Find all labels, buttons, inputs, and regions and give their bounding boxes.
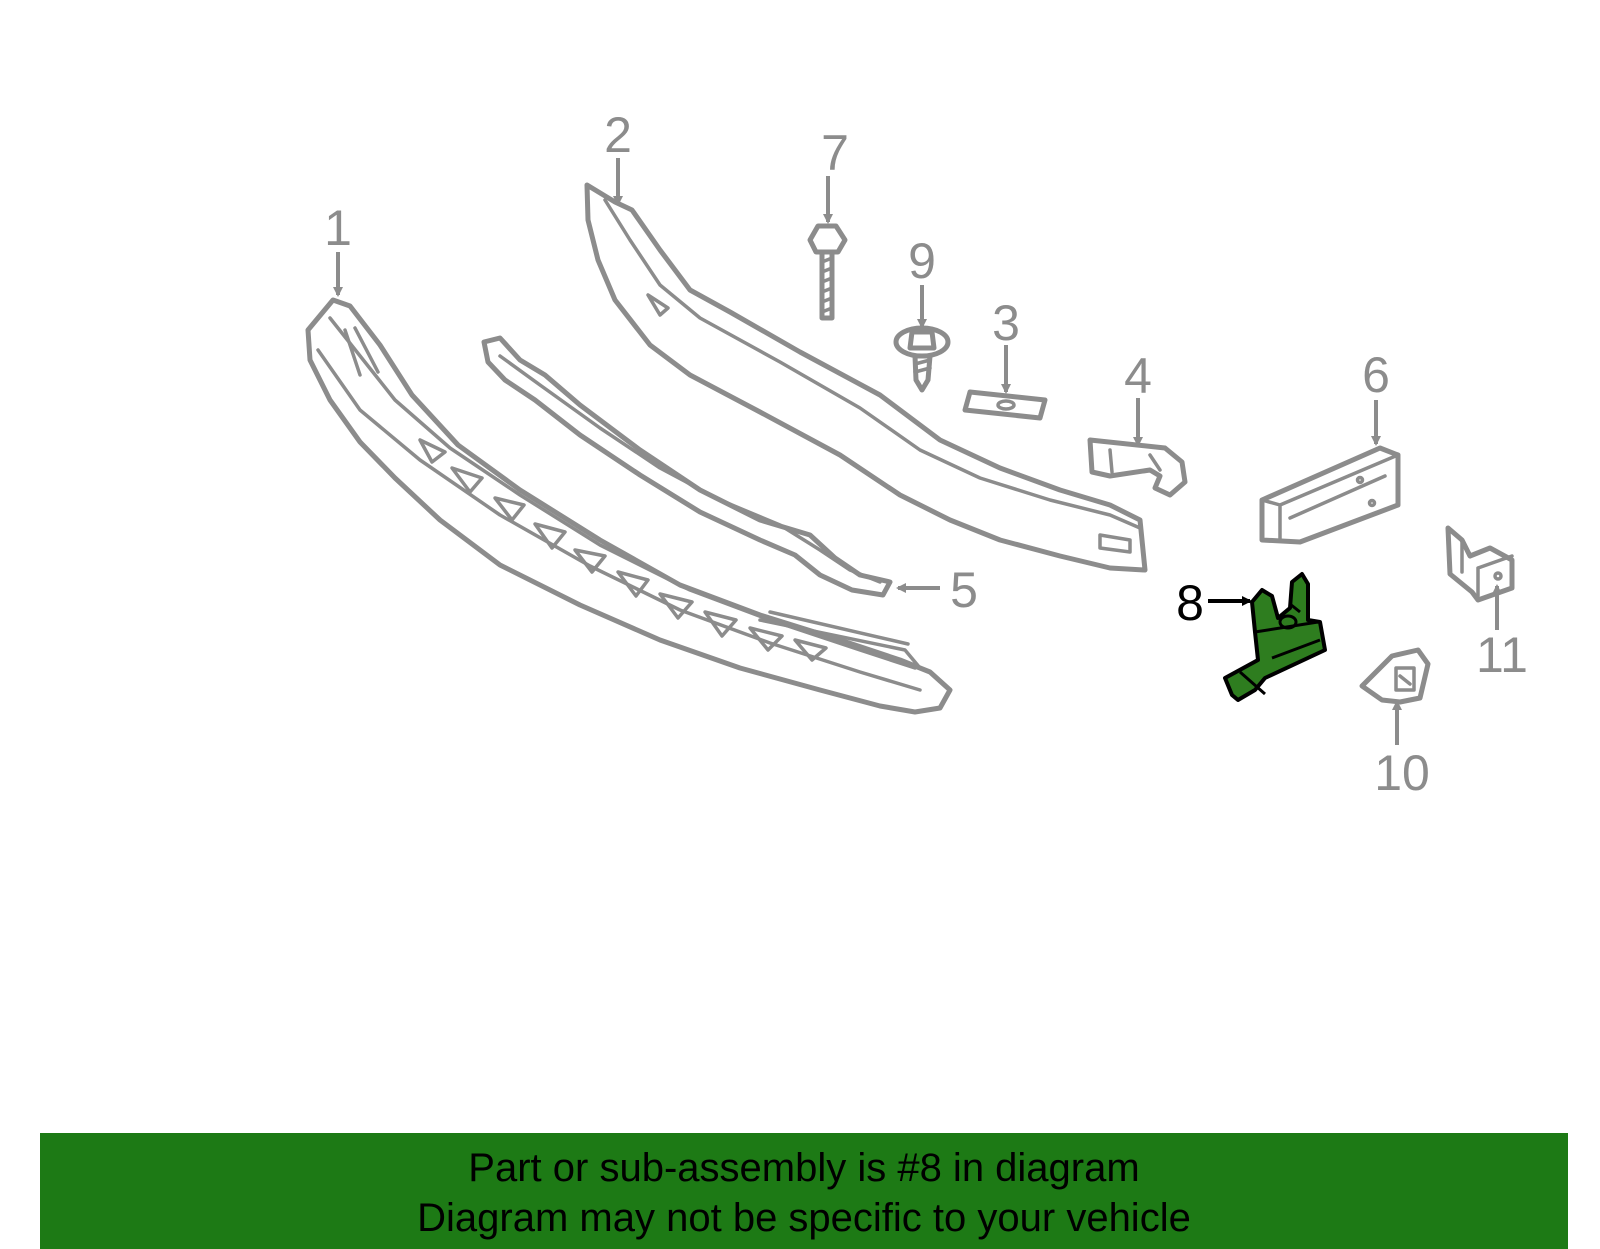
callout-label-8: 8 bbox=[1176, 575, 1204, 631]
part-3-clip-nut bbox=[962, 389, 1048, 421]
part-9-screw bbox=[893, 325, 951, 393]
callout-label-6: 6 bbox=[1362, 347, 1390, 403]
part-2-bumper-beam bbox=[584, 182, 1148, 573]
part-5-reinforcement bbox=[481, 335, 893, 598]
callout-label-7: 7 bbox=[821, 125, 849, 181]
callout-label-5: 5 bbox=[950, 562, 978, 618]
callout-label-10: 10 bbox=[1374, 745, 1430, 801]
part-11-small-bracket bbox=[1445, 525, 1515, 603]
callout-label-2: 2 bbox=[604, 107, 632, 163]
part-6-mounting-bracket bbox=[1259, 445, 1401, 545]
callout-label-1: 1 bbox=[324, 200, 352, 256]
info-banner: Part or sub-assembly is #8 in diagram Di… bbox=[40, 1133, 1568, 1249]
callout-arrows bbox=[333, 158, 1502, 745]
banner-line-1: Part or sub-assembly is #8 in diagram bbox=[468, 1146, 1140, 1190]
callout-label-4: 4 bbox=[1124, 348, 1152, 404]
callout-labels: 1 2 3 4 5 6 7 8 9 10 11 bbox=[324, 107, 1528, 801]
part-4-bracket bbox=[1087, 437, 1188, 498]
part-1-energy-absorber bbox=[305, 297, 953, 715]
banner-line-2: Diagram may not be specific to your vehi… bbox=[417, 1196, 1191, 1240]
callout-label-3: 3 bbox=[992, 295, 1020, 351]
callout-label-11: 11 bbox=[1476, 627, 1528, 683]
part-8-highlighted-bracket bbox=[1223, 572, 1327, 702]
part-7-bolt bbox=[807, 223, 848, 321]
callout-label-9: 9 bbox=[908, 233, 936, 289]
part-10-clip bbox=[1359, 647, 1431, 705]
